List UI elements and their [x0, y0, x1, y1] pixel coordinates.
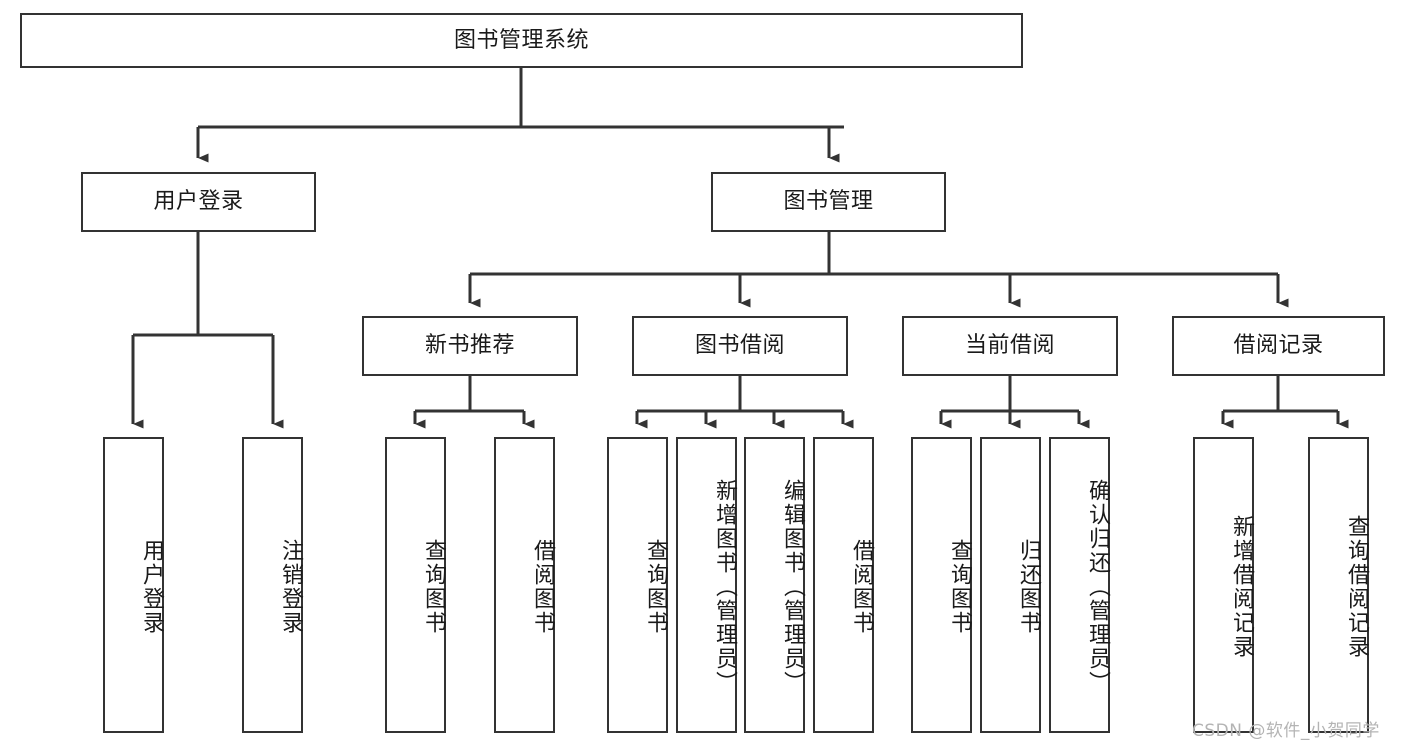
node-new-book-rec-label: 新书推荐 — [424, 333, 515, 359]
node-book-borrow-label: 图书借阅 — [694, 333, 785, 359]
node-user-login[interactable]: 用户登录 — [81, 172, 316, 232]
node-leaf-confirm-return-label: 确认归还（管理员） — [1085, 479, 1110, 695]
node-leaf-add-book[interactable]: 新增图书（管理员） — [676, 437, 737, 733]
node-book-borrow[interactable]: 图书借阅 — [632, 316, 848, 376]
node-leaf-return-book-label: 归还图书 — [1016, 539, 1041, 635]
node-leaf-query-book-1-label: 查询图书 — [421, 539, 446, 635]
node-leaf-confirm-return[interactable]: 确认归还（管理员） — [1049, 437, 1110, 733]
node-leaf-query-book-1[interactable]: 查询图书 — [385, 437, 446, 733]
node-leaf-return-book[interactable]: 归还图书 — [980, 437, 1041, 733]
node-leaf-query-record[interactable]: 查询借阅记录 — [1308, 437, 1369, 733]
node-leaf-add-record-label: 新增借阅记录 — [1229, 515, 1254, 659]
node-leaf-edit-book[interactable]: 编辑图书（管理员） — [744, 437, 805, 733]
node-borrow-record[interactable]: 借阅记录 — [1172, 316, 1385, 376]
node-new-book-rec[interactable]: 新书推荐 — [362, 316, 578, 376]
node-user-login-label: 用户登录 — [153, 189, 244, 215]
node-leaf-borrow-book-2[interactable]: 借阅图书 — [813, 437, 874, 733]
node-leaf-add-record[interactable]: 新增借阅记录 — [1193, 437, 1254, 733]
node-root-label: 图书管理系统 — [453, 27, 589, 53]
node-leaf-borrow-book-2-label: 借阅图书 — [849, 539, 874, 635]
node-leaf-edit-book-label: 编辑图书（管理员） — [780, 479, 805, 695]
node-leaf-query-book-3-label: 查询图书 — [947, 539, 972, 635]
node-leaf-query-book-3[interactable]: 查询图书 — [911, 437, 972, 733]
node-book-manage-label: 图书管理 — [783, 189, 874, 215]
node-leaf-query-record-label: 查询借阅记录 — [1344, 515, 1369, 659]
watermark: CSDN @软件_小贺同学 — [1192, 721, 1380, 741]
node-leaf-logout-label: 注销登录 — [278, 539, 303, 635]
node-leaf-user-login-label: 用户登录 — [139, 539, 164, 635]
node-current-borrow-label: 当前借阅 — [964, 333, 1055, 359]
node-leaf-borrow-book-1-label: 借阅图书 — [530, 539, 555, 635]
node-root-book-management-system[interactable]: 图书管理系统 — [20, 13, 1023, 68]
node-book-manage[interactable]: 图书管理 — [711, 172, 946, 232]
node-leaf-add-book-label: 新增图书（管理员） — [712, 479, 737, 695]
node-borrow-record-label: 借阅记录 — [1233, 333, 1324, 359]
node-leaf-logout[interactable]: 注销登录 — [242, 437, 303, 733]
node-leaf-query-book-2-label: 查询图书 — [643, 539, 668, 635]
node-leaf-borrow-book-1[interactable]: 借阅图书 — [494, 437, 555, 733]
node-leaf-user-login[interactable]: 用户登录 — [103, 437, 164, 733]
node-leaf-query-book-2[interactable]: 查询图书 — [607, 437, 668, 733]
node-current-borrow[interactable]: 当前借阅 — [902, 316, 1118, 376]
